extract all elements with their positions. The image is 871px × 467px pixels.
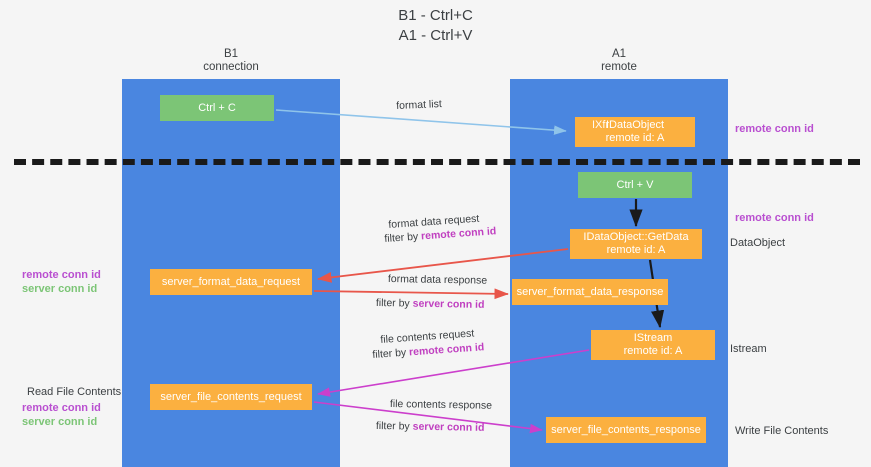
node-idataobject-line2: remote id: A [605,132,665,144]
annotation-data-object: DataObject [730,237,786,249]
title-line-1: B1 - Ctrl+C [398,7,473,24]
node-ctrl-c[interactable]: Ctrl + C [160,95,274,121]
edge-label-format-list: format list [396,98,442,112]
edge-label-file-contents-response: file contents response [389,398,493,412]
annotation-right-remote-conn-id-top: remote conn id [735,123,814,135]
annotation-left-remote-conn-id-2: remote conn id [22,402,101,414]
edge-label-file-contents-response-filter: filter by server conn id [376,420,485,435]
node-idataobject-line1: IDataObject [605,119,665,131]
annotation-istream: Istream [730,343,767,355]
lane-b1-name: B1 [223,48,239,60]
annotation-read-file-contents: Read File Contents [27,386,122,398]
annotation-left-remote-conn-id: remote conn id [22,269,101,281]
node-server-file-contents-request-label: server_file_contents_request [160,390,302,403]
node-server-format-data-request-label: server_format_data_request [161,275,301,288]
node-ctrl-v[interactable]: Ctrl + V [578,172,692,198]
node-server-format-data-response-label: server_format_data_response [516,285,664,298]
node-ctrl-c-label: Ctrl + C [198,101,236,114]
node-istream[interactable]: IStream remote id: A [591,330,715,360]
filter-key-server-conn-id: server conn id [412,297,485,311]
annotation-left-server-conn-id-2: server conn id [22,416,98,428]
filter-prefix: filter by [372,346,410,361]
node-server-file-contents-response-label: server_file_contents_response [551,423,701,436]
filter-key-server-conn-id: server conn id [412,420,485,434]
lane-header-b1: B1 connection [151,48,311,74]
edge-label-format-data-response: format data response [387,273,488,287]
node-server-file-contents-request[interactable]: server_file_contents_request [150,384,312,410]
arrow-format-data-response [313,288,509,300]
lane-a1-subtitle: remote [601,61,637,73]
lane-header-a1: A1 remote [539,48,699,74]
node-ctrl-v-label: Ctrl + V [616,178,654,191]
node-idataobject[interactable]: IDataObject remote id: A [575,117,695,147]
node-server-format-data-request[interactable]: server_format_data_request [150,269,312,295]
node-istream-line1: IStream [633,332,673,344]
annotation-right-remote-conn-id-mid: remote conn id [735,212,814,224]
diagram-title: B1 - Ctrl+C A1 - Ctrl+V [0,6,871,46]
filter-prefix: filter by [384,230,422,245]
annotation-left-server-conn-id: server conn id [22,283,98,295]
title-line-2: A1 - Ctrl+V [398,27,473,44]
node-getdata-line2: remote id: A [606,244,666,256]
filter-prefix: filter by [375,297,413,310]
node-idataobject-overlay-text: IXfr [592,119,610,131]
edge-label-format-data-response-filter: filter by server conn id [376,297,485,312]
filter-prefix: filter by [375,420,413,433]
node-istream-line2: remote id: A [623,345,683,357]
node-server-format-data-response[interactable]: server_format_data_response [512,279,668,305]
lane-b1-subtitle: connection [203,61,259,73]
lane-a1-name: A1 [611,48,627,60]
annotation-write-file-contents: Write File Contents [735,425,829,437]
node-idataobject-getdata[interactable]: IDataObject::GetData remote id: A [570,229,702,259]
node-getdata-line1: IDataObject::GetData [583,231,689,243]
phase-divider [14,159,860,165]
node-server-file-contents-response[interactable]: server_file_contents_response [546,417,706,443]
